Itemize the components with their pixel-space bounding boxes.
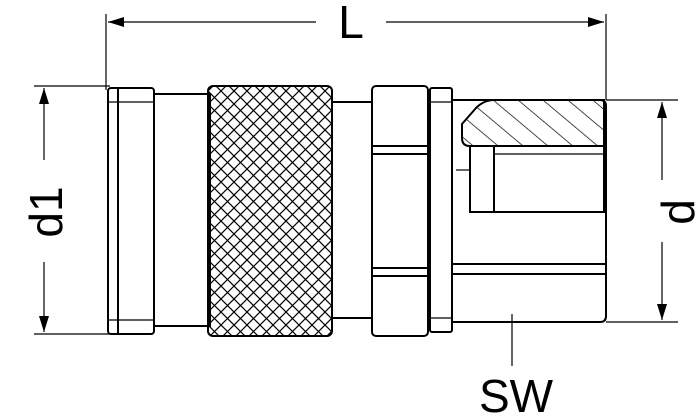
hex-nut	[371, 85, 429, 337]
body-neck	[331, 101, 373, 319]
sleeve-collar	[107, 87, 155, 335]
dimension-thread-diameter	[606, 99, 678, 323]
knurled-sleeve	[207, 85, 333, 337]
length-label: L	[338, 0, 364, 48]
sealing-washer	[429, 87, 453, 333]
sleeve-neck	[153, 93, 211, 327]
dimension-outer-diameter	[34, 85, 110, 335]
wrench-size-label: SW	[479, 370, 554, 420]
dimension-length	[105, 14, 607, 100]
outer-diameter-label: d1	[20, 186, 72, 237]
thread-diameter-label: d	[652, 199, 700, 225]
threaded-end-section	[451, 99, 607, 323]
